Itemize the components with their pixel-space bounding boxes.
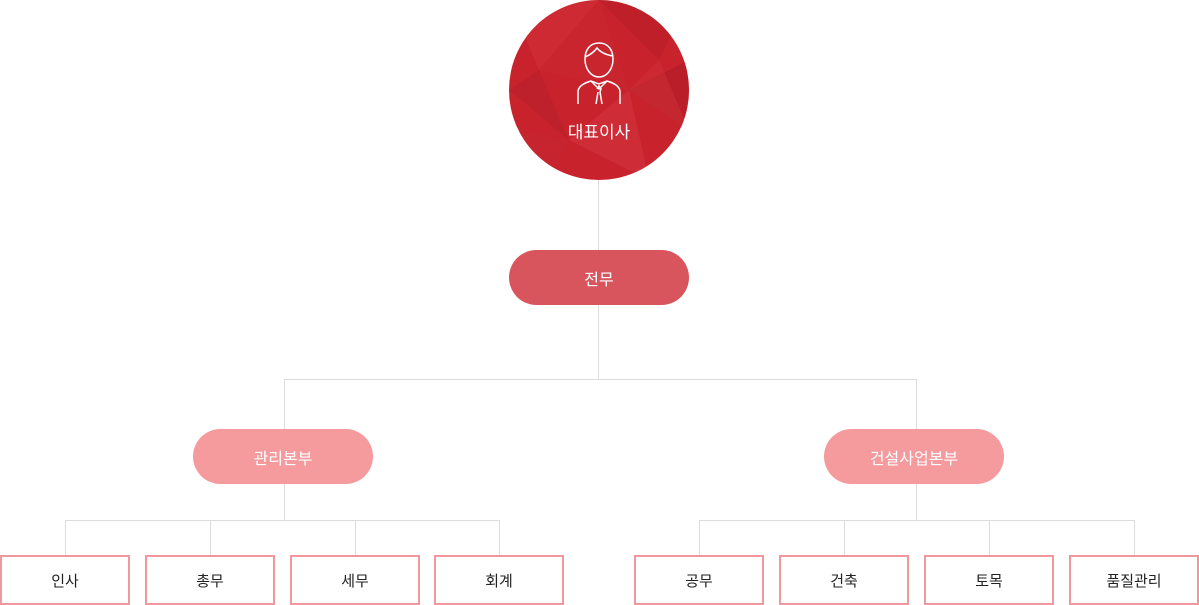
connector-team-2 xyxy=(210,520,211,555)
connector-division-bar xyxy=(284,379,916,380)
connector-team-1 xyxy=(65,520,66,555)
executive-label: 전무 xyxy=(584,269,614,289)
team-node: 토목 xyxy=(924,555,1054,605)
team-label: 세무 xyxy=(341,571,369,590)
ceo-node: 대표이사 xyxy=(509,0,689,180)
division-label: 건설사업본부 xyxy=(869,448,959,468)
team-node: 인사 xyxy=(0,555,130,605)
ceo-label: 대표이사 xyxy=(567,123,631,143)
team-node: 공무 xyxy=(634,555,764,605)
team-node: 회계 xyxy=(434,555,564,605)
team-label: 토목 xyxy=(975,571,1003,590)
person-icon xyxy=(577,42,621,105)
ceo-background-pattern xyxy=(509,0,689,180)
team-label: 공무 xyxy=(685,571,713,590)
team-node: 세무 xyxy=(290,555,420,605)
connector-ceo-executive xyxy=(598,180,599,250)
division-node-management: 관리본부 xyxy=(193,429,373,484)
team-node: 건축 xyxy=(779,555,909,605)
team-node: 품질관리 xyxy=(1069,555,1199,605)
connector-team-4 xyxy=(499,520,500,555)
connector-team-3 xyxy=(355,520,356,555)
connector-team-5 xyxy=(699,520,700,555)
team-node: 총무 xyxy=(145,555,275,605)
connector-team-6 xyxy=(844,520,845,555)
connector-executive-down xyxy=(598,305,599,379)
connector-division1-down xyxy=(284,484,285,520)
connector-division2-down xyxy=(916,484,917,520)
connector-team-8 xyxy=(1134,520,1135,555)
team-label: 인사 xyxy=(51,571,79,590)
division-label: 관리본부 xyxy=(253,448,313,468)
connector-team-bar-2 xyxy=(699,520,1134,521)
team-label: 건축 xyxy=(830,571,858,590)
team-label: 회계 xyxy=(485,571,513,590)
team-label: 품질관리 xyxy=(1106,571,1162,590)
connector-division2-up xyxy=(916,379,917,429)
connector-team-7 xyxy=(989,520,990,555)
executive-node: 전무 xyxy=(509,250,689,305)
connector-division1-up xyxy=(284,379,285,429)
connector-team-bar-1 xyxy=(65,520,499,521)
division-node-construction: 건설사업본부 xyxy=(824,429,1004,484)
team-label: 총무 xyxy=(196,571,224,590)
